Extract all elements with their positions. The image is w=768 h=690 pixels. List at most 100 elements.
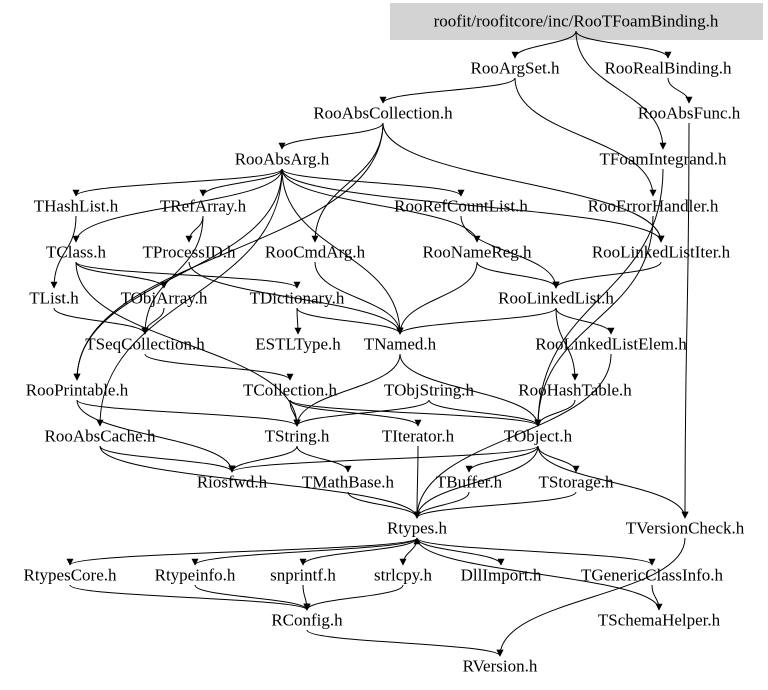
node-RooRefCountList[interactable]: RooRefCountList.h: [394, 196, 528, 216]
edge-TObject-to-TBuffer: [465, 445, 539, 473]
node-TMathBase[interactable]: TMathBase.h: [301, 472, 395, 492]
edge-TObject-to-TStorage: [537, 445, 580, 473]
node-Riosfwd[interactable]: Riosfwd.h: [196, 472, 268, 492]
edge-RooAbsArg-to-RooLinkedListIter: [281, 168, 665, 243]
edge-TObjArray-to-TSeqCollection: [141, 307, 165, 335]
edge-RooAbsArg-to-RooAbsCache: [96, 168, 283, 427]
edge-RooAbsArg-to-TNamed: [281, 168, 404, 335]
node-TCollection[interactable]: TCollection.h: [243, 380, 337, 400]
edge-TIterator-to-Rtypes: [413, 445, 421, 519]
edge-TStorage-to-Rtypes: [413, 491, 577, 519]
edge-TSchemaHelper-to-Rtypes: [413, 537, 660, 611]
node-RooAbsArg[interactable]: RooAbsArg.h: [234, 149, 330, 169]
edge-RooNameReg-to-RooLinkedList: [476, 261, 560, 289]
edge-RooAbsCache-to-Rtypes: [99, 445, 421, 519]
node-Rtypes[interactable]: Rtypes.h: [387, 518, 447, 538]
edge-TNamed-to-TString: [293, 353, 401, 427]
edge-Rtypeinfo-to-RConfig: [194, 584, 311, 611]
edge-RooAbsArg-to-RooRefCountList: [281, 168, 465, 197]
node-TGenericClassInfo[interactable]: TGenericClassInfo.h: [580, 565, 724, 585]
edge-TCollection-to-TObject: [289, 399, 542, 427]
node-DllImport[interactable]: DllImport.h: [460, 565, 542, 585]
edge-RooRefCountList-to-RooLinkedList: [460, 215, 560, 289]
node-TProcessID[interactable]: TProcessID.h: [142, 242, 236, 262]
node-RooNameReg[interactable]: RooNameReg.h: [422, 242, 532, 262]
edge-TObject-to-Rtypes: [413, 445, 539, 519]
edge-root-to-RooRealBinding: [575, 30, 672, 59]
node-RtypesCore[interactable]: RtypesCore.h: [23, 565, 117, 585]
node-Rtypeinfo[interactable]: Rtypeinfo.h: [154, 565, 236, 585]
edge-RooAbsArg-to-TClass: [72, 168, 283, 243]
edges-layer: [50, 30, 693, 657]
edge-TClass-to-TDictionary: [75, 261, 301, 289]
node-RVersion[interactable]: RVersion.h: [462, 656, 538, 676]
edge-TNamed-to-TObject: [399, 353, 542, 427]
node-TRefArray[interactable]: TRefArray.h: [159, 196, 247, 216]
edge-root-to-TFoamIntegrand: [575, 30, 667, 150]
node-RooHashTable[interactable]: RooHashTable.h: [518, 380, 632, 400]
node-RooLinkedList[interactable]: RooLinkedList.h: [498, 288, 614, 308]
edge-TDictionary-to-ESTLType: [294, 307, 302, 335]
node-RooLinkedListElem[interactable]: RooLinkedListElem.h: [535, 334, 687, 354]
edge-Rtypes-to-snprintf: [299, 537, 418, 566]
node-TIterator[interactable]: TIterator.h: [381, 426, 455, 446]
edge-root-to-RooArgSet: [511, 30, 577, 59]
node-TObjString[interactable]: TObjString.h: [384, 380, 474, 400]
node-RooCmdArg[interactable]: RooCmdArg.h: [264, 242, 366, 262]
node-TObjArray[interactable]: TObjArray.h: [120, 288, 208, 308]
edge-strlcpy-to-RConfig: [303, 584, 404, 611]
edge-TVersionCheck-to-RVersion: [496, 537, 686, 657]
edge-RooHashTable-to-TObject: [534, 399, 576, 427]
node-RConfig[interactable]: RConfig.h: [271, 610, 343, 630]
edge-RooAbsFunc-to-TVersionCheck: [681, 122, 690, 519]
node-TObject[interactable]: TObject.h: [503, 426, 573, 446]
edge-RooPrintable-to-Riosfwd: [76, 399, 236, 473]
node-TBuffer[interactable]: TBuffer.h: [435, 472, 503, 492]
node-THashList[interactable]: THashList.h: [33, 196, 119, 216]
node-TFoamIntegrand[interactable]: TFoamIntegrand.h: [599, 149, 727, 169]
node-TSeqCollection[interactable]: TSeqCollection.h: [85, 334, 205, 354]
node-RooAbsCache[interactable]: RooAbsCache.h: [44, 426, 156, 446]
edge-TObjString-to-TObject: [428, 399, 542, 427]
edge-TObject-to-Riosfwd: [228, 445, 539, 473]
edge-RooAbsCollection-to-RooAbsArg: [278, 122, 384, 150]
edge-TSeqCollection-to-TCollection: [144, 353, 294, 381]
node-TString[interactable]: TString.h: [264, 426, 330, 446]
node-TList[interactable]: TList.h: [29, 288, 79, 308]
edge-RooPrintable-to-TString: [76, 399, 301, 427]
node-TNamed[interactable]: TNamed.h: [363, 334, 437, 354]
edge-TString-to-TMathBase: [296, 445, 352, 473]
edge-RooArgSet-to-RooErrorHandler: [514, 77, 657, 197]
node-TDictionary[interactable]: TDictionary.h: [249, 288, 345, 308]
node-TSchemaHelper[interactable]: TSchemaHelper.h: [597, 610, 721, 630]
node-RooAbsCollection[interactable]: RooAbsCollection.h: [313, 103, 453, 123]
edge-Rtypes-to-TGenericClassInfo: [416, 537, 656, 566]
edge-RooAbsArg-to-TRefArray: [199, 168, 283, 197]
edge-RooErrorHandler-to-TObject: [534, 215, 654, 427]
edge-RooAbsCollection-to-RooLinkedListIter: [382, 122, 665, 243]
node-RooAbsFunc[interactable]: RooAbsFunc.h: [637, 103, 741, 123]
edge-RtypesCore-to-RConfig: [69, 584, 311, 611]
edge-RooLinkedList-to-TNamed: [396, 307, 557, 335]
node-root[interactable]: roofit/roofitcore/inc/RooTFoamBinding.h: [433, 11, 719, 31]
node-TStorage[interactable]: TStorage.h: [538, 472, 614, 492]
node-RooErrorHandler[interactable]: RooErrorHandler.h: [587, 196, 719, 216]
node-ESTLType[interactable]: ESTLType.h: [255, 334, 341, 354]
node-RooArgSet[interactable]: RooArgSet.h: [470, 58, 560, 78]
edge-RooLinkedList-to-RooHashTable: [555, 307, 579, 381]
edge-TDictionary-to-TNamed: [296, 307, 404, 335]
node-RooPrintable[interactable]: RooPrintable.h: [25, 380, 129, 400]
node-TVersionCheck[interactable]: TVersionCheck.h: [625, 518, 745, 538]
node-snprintf[interactable]: snprintf.h: [270, 565, 336, 585]
node-TClass[interactable]: TClass.h: [46, 242, 106, 262]
node-RooLinkedListIter[interactable]: RooLinkedListIter.h: [591, 242, 731, 262]
edge-TClass-to-TString: [75, 261, 301, 427]
node-strlcpy[interactable]: strlcpy.h: [374, 565, 432, 585]
edge-Rtypes-to-Rtypeinfo: [191, 537, 418, 566]
edge-RooRealBinding-to-RooAbsFunc: [667, 77, 693, 104]
edge-RooAbsCache-to-Riosfwd: [99, 445, 236, 473]
edge-Rtypes-to-RtypesCore: [66, 537, 418, 566]
edge-TObjString-to-TString: [293, 399, 430, 427]
node-RooRealBinding[interactable]: RooRealBinding.h: [604, 58, 732, 78]
edge-THashList-to-TList: [50, 215, 77, 289]
